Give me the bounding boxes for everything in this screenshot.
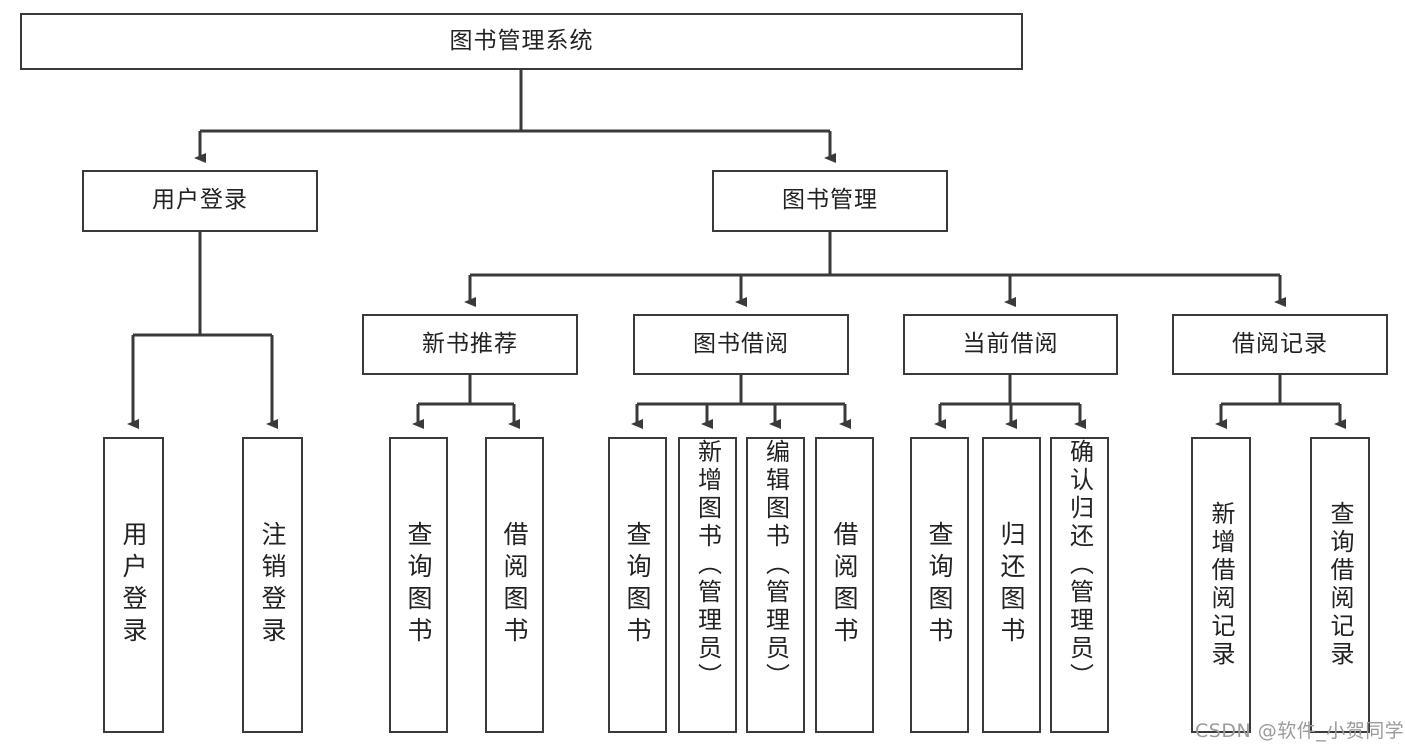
node-leaf-edit-book-admin-label: 编辑图书（管理员） <box>761 439 790 691</box>
node-leaf-borrow-book-rec-label: 借阅图书 <box>500 521 529 649</box>
node-leaf-user-login[interactable]: 用户登录 <box>103 437 164 733</box>
node-new-book-rec[interactable]: 新书推荐 <box>362 314 578 375</box>
node-leaf-query-book-cb-label: 查询图书 <box>925 521 954 649</box>
node-leaf-confirm-return-admin[interactable]: 确认归还（管理员） <box>1050 437 1109 733</box>
node-leaf-add-book-admin-label: 新增图书（管理员） <box>693 439 722 691</box>
node-user-login[interactable]: 用户登录 <box>82 170 318 232</box>
node-root[interactable]: 图书管理系统 <box>20 13 1023 70</box>
node-leaf-return-book[interactable]: 归还图书 <box>982 437 1041 733</box>
csdn-watermark-text: CSDN @软件_小贺同学 <box>1195 720 1405 742</box>
node-leaf-user-logout[interactable]: 注销登录 <box>242 437 303 733</box>
node-book-manage[interactable]: 图书管理 <box>712 170 948 232</box>
node-leaf-query-book-rec-label: 查询图书 <box>404 521 433 649</box>
node-user-login-label: 用户登录 <box>152 187 248 214</box>
node-current-borrow[interactable]: 当前借阅 <box>903 314 1118 375</box>
node-leaf-borrow-book-rec[interactable]: 借阅图书 <box>485 437 544 733</box>
node-book-manage-label: 图书管理 <box>782 187 878 214</box>
node-leaf-add-book-admin[interactable]: 新增图书（管理员） <box>678 437 737 733</box>
node-leaf-confirm-return-admin-label: 确认归还（管理员） <box>1065 439 1094 691</box>
node-leaf-borrow-book-br[interactable]: 借阅图书 <box>815 437 874 733</box>
node-leaf-query-book-br-label: 查询图书 <box>623 521 652 649</box>
node-leaf-return-book-label: 归还图书 <box>997 521 1026 649</box>
node-new-book-rec-label: 新书推荐 <box>422 330 518 357</box>
node-borrow-record[interactable]: 借阅记录 <box>1172 314 1388 375</box>
node-leaf-query-book-br[interactable]: 查询图书 <box>608 437 667 733</box>
node-leaf-query-book-cb[interactable]: 查询图书 <box>910 437 969 733</box>
node-root-label: 图书管理系统 <box>449 27 594 54</box>
node-leaf-edit-book-admin[interactable]: 编辑图书（管理员） <box>746 437 805 733</box>
node-current-borrow-label: 当前借阅 <box>962 330 1059 357</box>
node-leaf-query-borrow-record-label: 查询借阅记录 <box>1326 501 1354 669</box>
csdn-watermark: CSDN @软件_小贺同学 <box>1195 716 1404 743</box>
node-leaf-query-book-rec[interactable]: 查询图书 <box>389 437 448 733</box>
node-book-borrow-label: 图书借阅 <box>693 330 789 357</box>
node-leaf-borrow-book-br-label: 借阅图书 <box>830 521 859 649</box>
node-leaf-add-borrow-record[interactable]: 新增借阅记录 <box>1191 437 1251 733</box>
node-leaf-user-logout-label: 注销登录 <box>258 521 287 649</box>
node-leaf-query-borrow-record[interactable]: 查询借阅记录 <box>1310 437 1370 733</box>
node-leaf-add-borrow-record-label: 新增借阅记录 <box>1207 501 1235 669</box>
node-borrow-record-label: 借阅记录 <box>1232 330 1328 357</box>
node-leaf-user-login-label: 用户登录 <box>119 521 148 649</box>
node-book-borrow[interactable]: 图书借阅 <box>633 314 849 375</box>
